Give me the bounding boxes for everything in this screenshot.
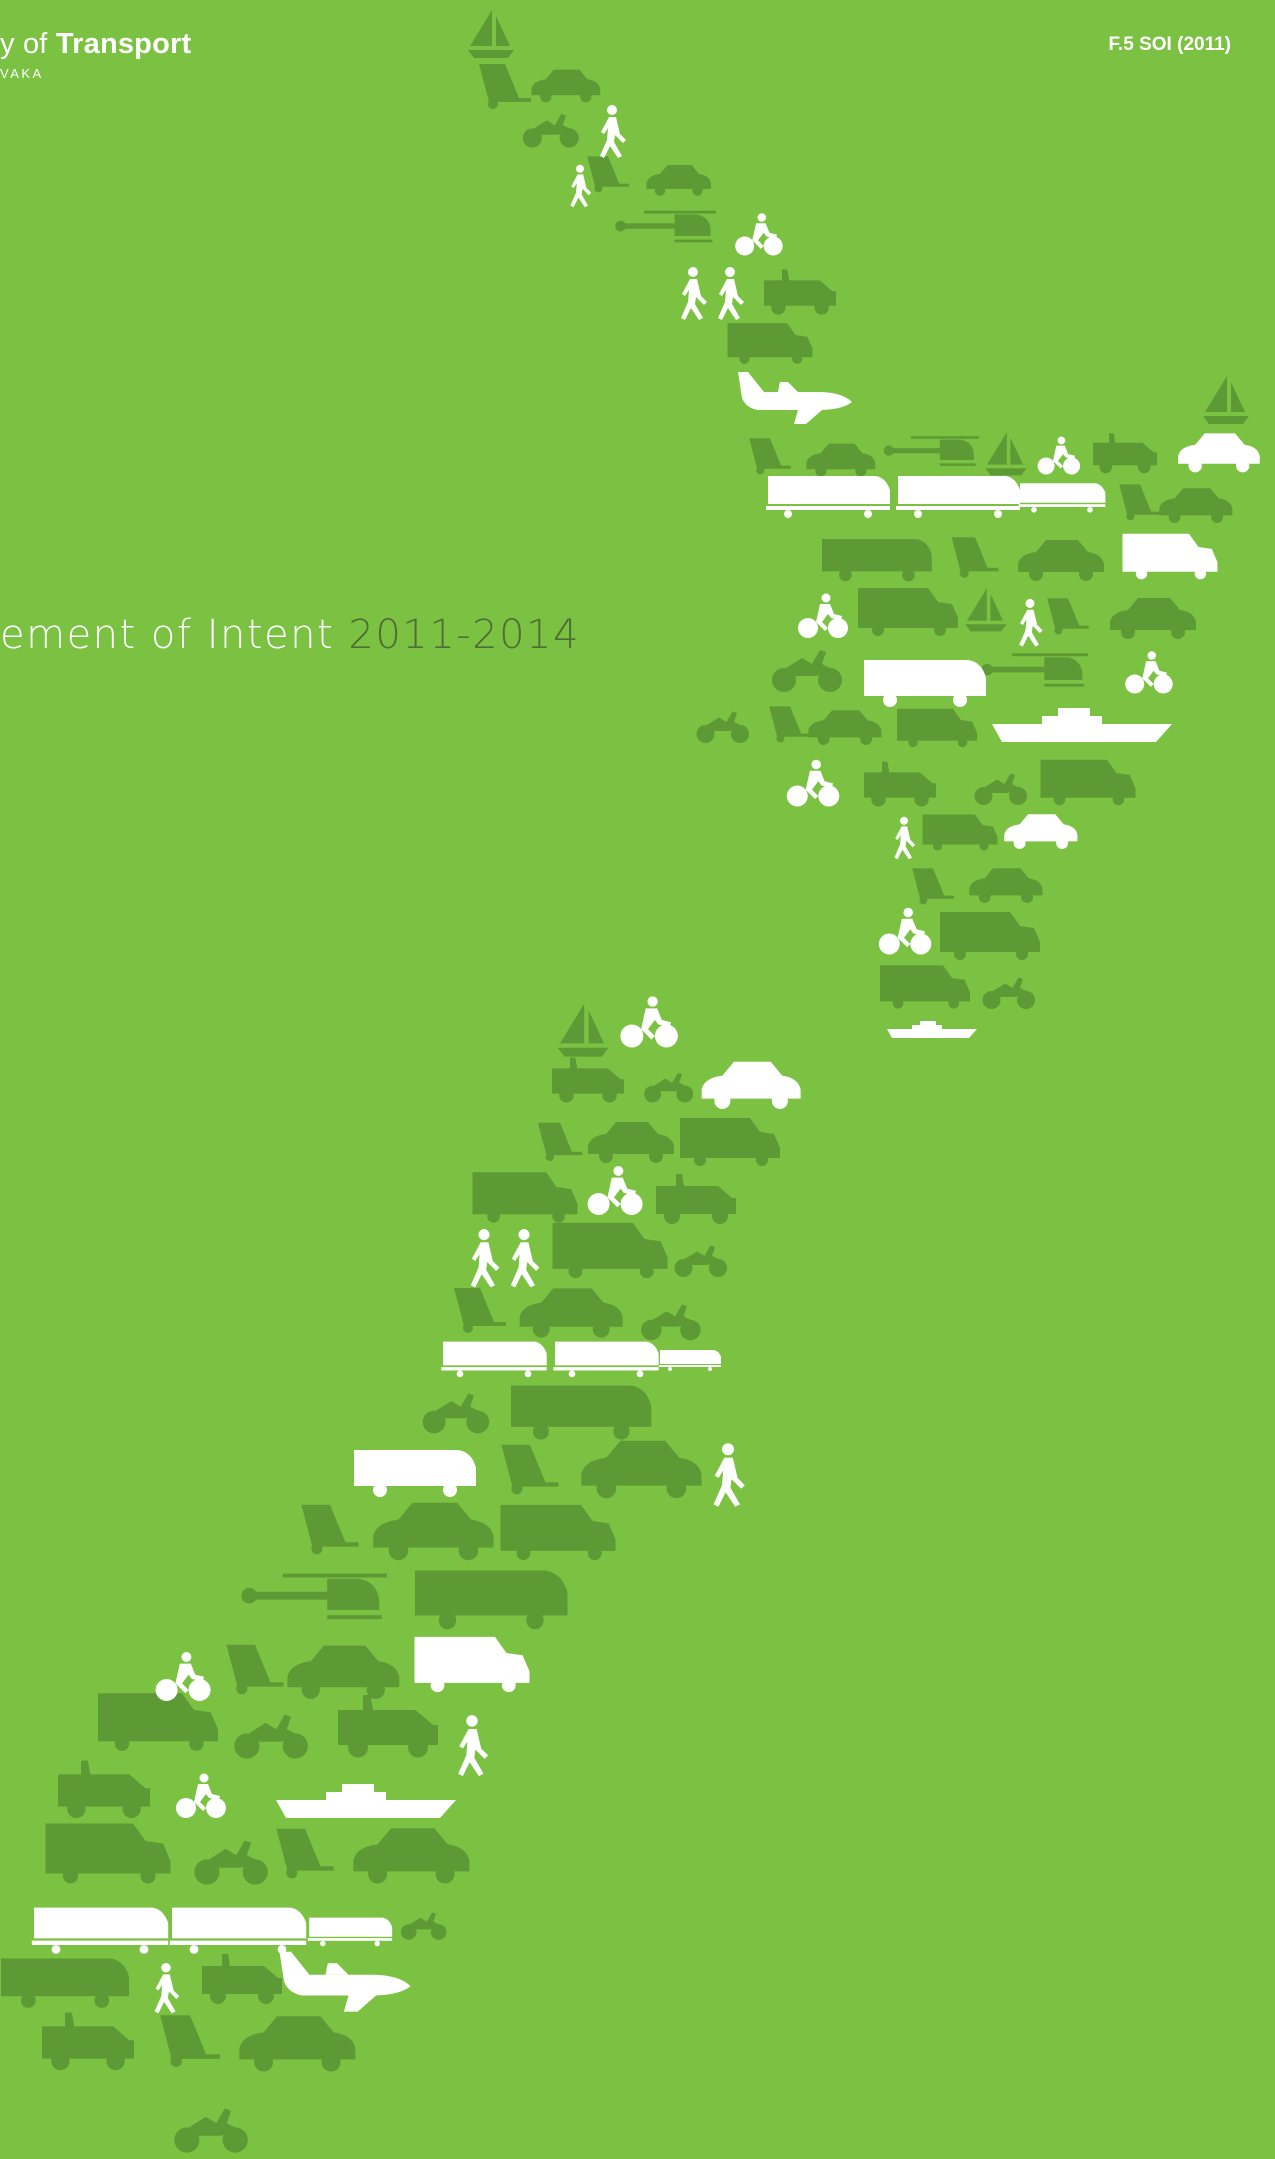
- ministry-name: y of Transport: [0, 28, 191, 61]
- document-title: ement of Intent 2011-2014: [0, 612, 580, 658]
- ministry-name-bold: Transport: [55, 28, 192, 60]
- title-main: ement of Intent: [0, 612, 349, 658]
- maori-name: VAKA: [0, 66, 44, 81]
- icon-cluster: [1, 10, 1260, 2153]
- ministry-name-prefix: y of: [0, 28, 56, 60]
- title-years: 2011-2014: [348, 612, 580, 658]
- document-reference: F.5 SOI (2011): [1108, 34, 1231, 55]
- light-icons-north: [570, 105, 1260, 1038]
